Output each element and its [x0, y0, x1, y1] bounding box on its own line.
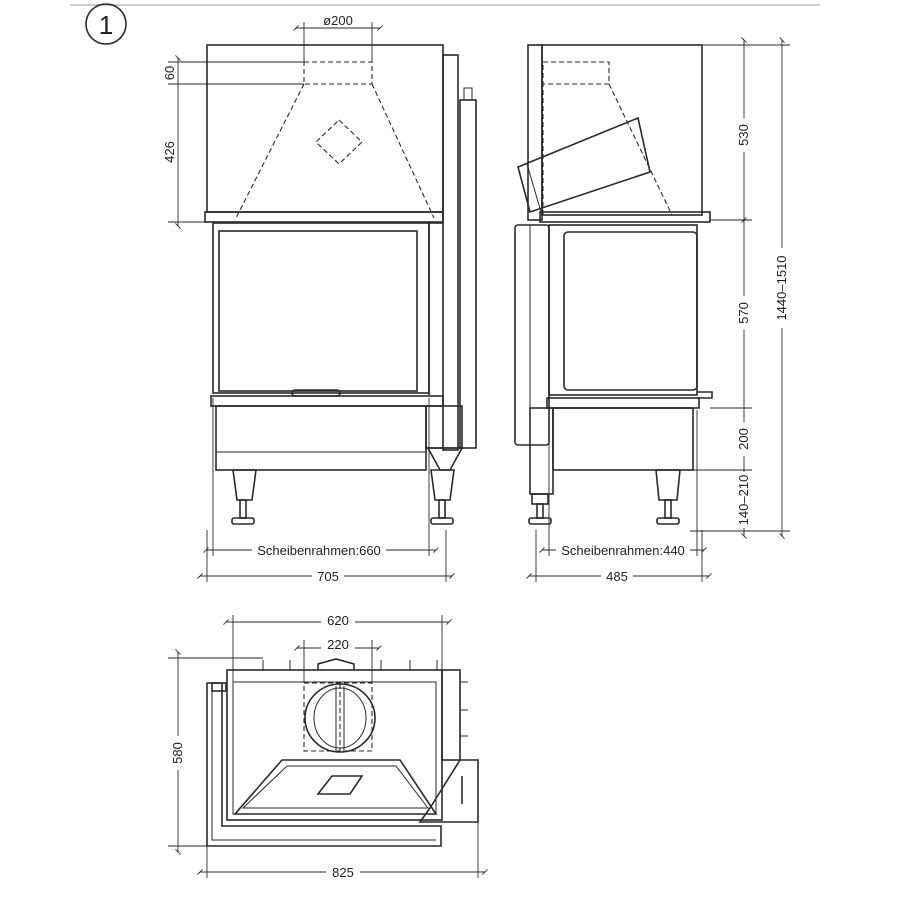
side-glass-frame-label: Scheibenrahmen:440: [561, 543, 685, 558]
side-depth-label: 485: [606, 569, 628, 584]
side-dim-200: 200: [736, 428, 751, 450]
front-leg-right: [430, 469, 455, 525]
front-flue-collar: [303, 61, 373, 85]
front-dim-60: 60: [162, 66, 177, 80]
side-lever: [697, 391, 713, 399]
side-dim-530: 530: [736, 124, 751, 146]
front-bottom-ledge: [210, 395, 444, 407]
side-leg-left: [528, 493, 552, 525]
side-glass-frame: [548, 224, 698, 396]
front-hood-cone: [235, 83, 435, 219]
front-leg-left: [231, 469, 257, 525]
side-leg-right: [655, 469, 681, 525]
top-pegs: [262, 660, 468, 737]
figure-number-badge: 1: [85, 3, 127, 45]
side-dim-570: 570: [736, 302, 751, 324]
front-side-column: [442, 54, 459, 451]
front-base-box: [215, 405, 427, 471]
side-glass-pane: [563, 231, 698, 391]
top-dim-220: 220: [327, 637, 349, 652]
figure-number: 1: [99, 10, 113, 40]
front-diamond-inlet: [315, 119, 363, 165]
front-glass-frame-label: Scheibenrahmen:660: [257, 543, 381, 558]
side-front-column: [514, 224, 550, 446]
top-view: 620 220 580 825: [168, 612, 488, 880]
side-dim-legs: 140–210: [736, 475, 751, 526]
top-inlet: [316, 775, 364, 795]
front-glass-pane: [218, 230, 418, 392]
side-hood-box: [541, 44, 703, 216]
side-flue-collar: [542, 61, 610, 85]
side-rear-column: [527, 44, 543, 221]
top-dim-620: 620: [327, 613, 349, 628]
front-side-panel: [459, 99, 477, 449]
front-flue-diameter-label: ø200: [323, 13, 353, 28]
front-dim-426: 426: [162, 141, 177, 163]
top-body: [226, 669, 443, 821]
front-side-knob: [463, 87, 473, 101]
top-dim-580: 580: [170, 742, 185, 764]
side-hood-ledge: [539, 211, 711, 223]
side-overall-height: 1440–1510: [774, 255, 789, 320]
top-outer-frame: [206, 682, 442, 847]
front-hood-box: [206, 44, 444, 213]
front-glass-frame: [212, 222, 430, 394]
top-dim-825: 825: [332, 865, 354, 880]
top-hood: [233, 759, 438, 815]
front-hood-ledge: [204, 211, 444, 223]
top-corner-bracket: [418, 759, 479, 823]
top-flue-box: [303, 682, 373, 752]
side-view: 530 570 200 140–210 1440–1510 Scheibenra…: [514, 37, 790, 584]
front-view: ø200 60 426 Scheibenrahmen:660 705: [162, 13, 477, 584]
front-width-label: 705: [317, 569, 339, 584]
side-base-box: [552, 407, 694, 471]
side-inclined-flue: [517, 116, 651, 214]
